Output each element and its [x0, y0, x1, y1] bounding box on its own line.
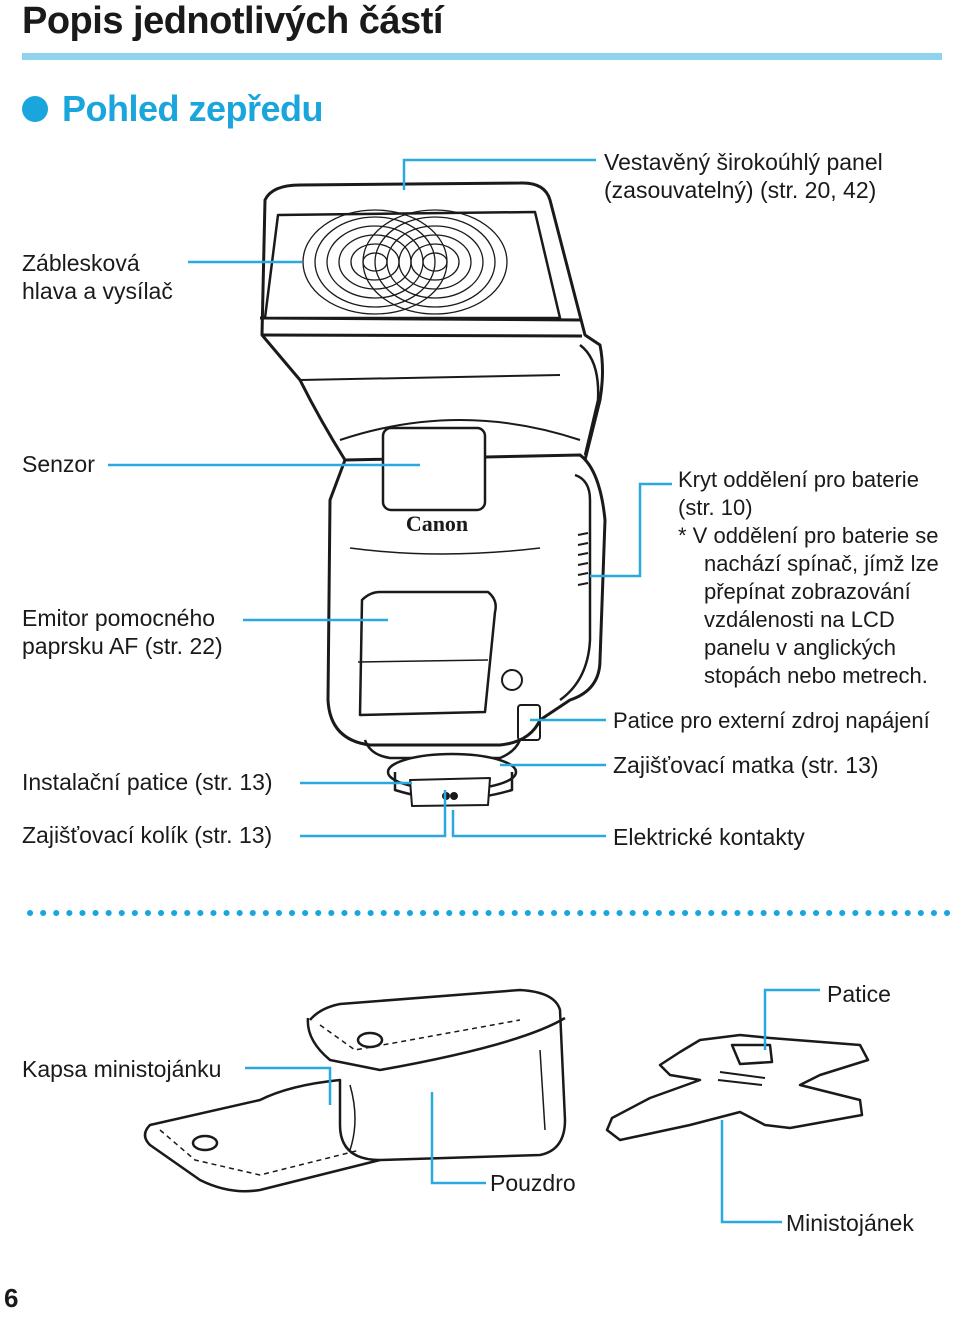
label-wide-panel-line1: Vestavěný širokoúhlý panel	[604, 149, 883, 175]
title-rule	[22, 53, 942, 60]
section-title: Pohled zepředu	[62, 88, 324, 129]
label-locking-pin: Zajišťovací kolík (str. 13)	[22, 822, 273, 848]
label-mount-foot: Instalační patice (str. 13)	[22, 769, 273, 795]
label-foot: Patice	[827, 981, 891, 1007]
note-line-3: přepínat zobrazování	[704, 579, 911, 604]
leader-lines	[108, 158, 672, 838]
label-contacts: Elektrické kontakty	[613, 824, 805, 850]
label-af-emitter-line1: Emitor pomocného	[22, 605, 216, 631]
note-line-1: * V oddělení pro baterie se	[678, 523, 939, 548]
label-wide-panel-line2: (zasouvatelný) (str. 20, 42)	[604, 177, 877, 203]
label-battery-cover-line2: (str. 10)	[678, 495, 753, 520]
label-sensor: Senzor	[22, 451, 95, 477]
note-line-2: nachází spínač, jímž lze	[704, 551, 939, 576]
mini-stand-illustration	[605, 1033, 870, 1142]
label-lock-nut: Zajišťovací matka (str. 13)	[613, 752, 879, 778]
page-title: Popis jednotlivých částí	[22, 0, 443, 42]
note-line-5: panelu v anglických	[704, 635, 897, 660]
section-bullet-icon	[22, 96, 48, 122]
note-line-6: stopách nebo metrech.	[704, 663, 928, 688]
note-line-4: vzdálenosti na LCD	[704, 607, 895, 632]
label-flash-head-line1: Záblesková	[22, 250, 140, 276]
flash-unit-illustration: Canon	[259, 181, 607, 807]
label-af-emitter-line2: paprsku AF (str. 22)	[22, 633, 223, 659]
label-mini-stand: Ministojánek	[786, 1210, 914, 1236]
case-illustration	[143, 988, 567, 1193]
label-flash-head-line2: hlava a vysílač	[22, 278, 173, 304]
label-battery-cover-line1: Kryt oddělení pro baterie	[678, 467, 919, 492]
page-number: 6	[4, 1283, 19, 1313]
label-pouch-strap: Kapsa ministojánku	[22, 1056, 222, 1082]
section-heading: Pohled zepředu	[22, 88, 324, 130]
brand-logo: Canon	[406, 511, 468, 536]
label-case: Pouzdro	[490, 1170, 576, 1196]
label-external-power: Patice pro externí zdroj napájení	[613, 708, 930, 733]
